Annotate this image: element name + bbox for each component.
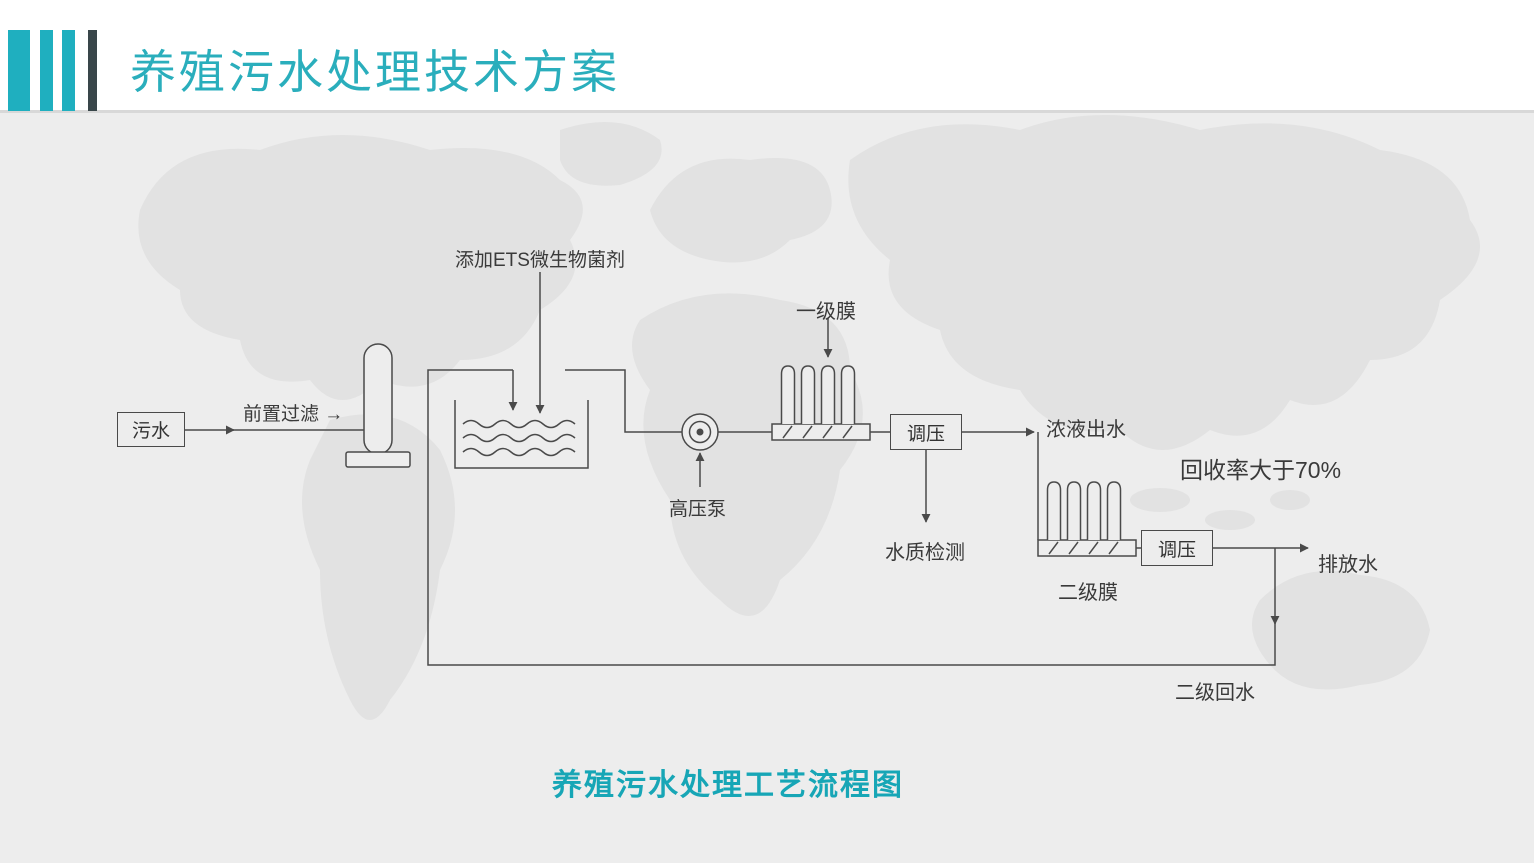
logo-bars-icon	[8, 30, 97, 111]
page-title: 养殖污水处理技术方案	[130, 46, 620, 98]
recovery-rate-label: 回收率大于70%	[1180, 457, 1342, 483]
header: 养殖污水处理技术方案	[0, 0, 1534, 113]
tank-outlet-line	[565, 369, 682, 433]
recycle-loop-line	[427, 369, 1280, 666]
dosing-tank	[454, 400, 589, 469]
prefilter-label: 前置过滤 →	[243, 404, 344, 425]
water-quality-label: 水质检测	[885, 542, 965, 564]
discharge-water-label: 排放水	[1318, 554, 1378, 576]
membrane-module-1	[771, 318, 890, 441]
regulator1-lines	[921, 427, 1039, 540]
logo-bar-1	[8, 30, 30, 111]
regulator1-box: 调压	[890, 414, 962, 450]
pump-label: 高压泵	[669, 499, 727, 520]
membrane1-label: 一级膜	[796, 301, 856, 323]
logo-bar-2	[40, 30, 53, 111]
logo-bar-4	[88, 30, 97, 111]
regulator2-box: 调压	[1141, 530, 1213, 566]
membrane-module-2	[1037, 481, 1141, 557]
sewage-box: 污水	[117, 412, 185, 447]
world-map-background	[138, 115, 1480, 720]
ets-dosing-label: 添加ETS微生物菌剂	[455, 250, 625, 271]
prefilter-column	[345, 343, 411, 468]
recycle-water-label: 二级回水	[1175, 682, 1255, 704]
logo-bar-3	[62, 30, 75, 111]
concentrate-outlet-label: 浓液出水	[1046, 419, 1126, 441]
pump-icon	[681, 413, 772, 487]
diagram-caption: 养殖污水处理工艺流程图	[552, 769, 904, 802]
membrane2-label: 二级膜	[1058, 582, 1118, 604]
